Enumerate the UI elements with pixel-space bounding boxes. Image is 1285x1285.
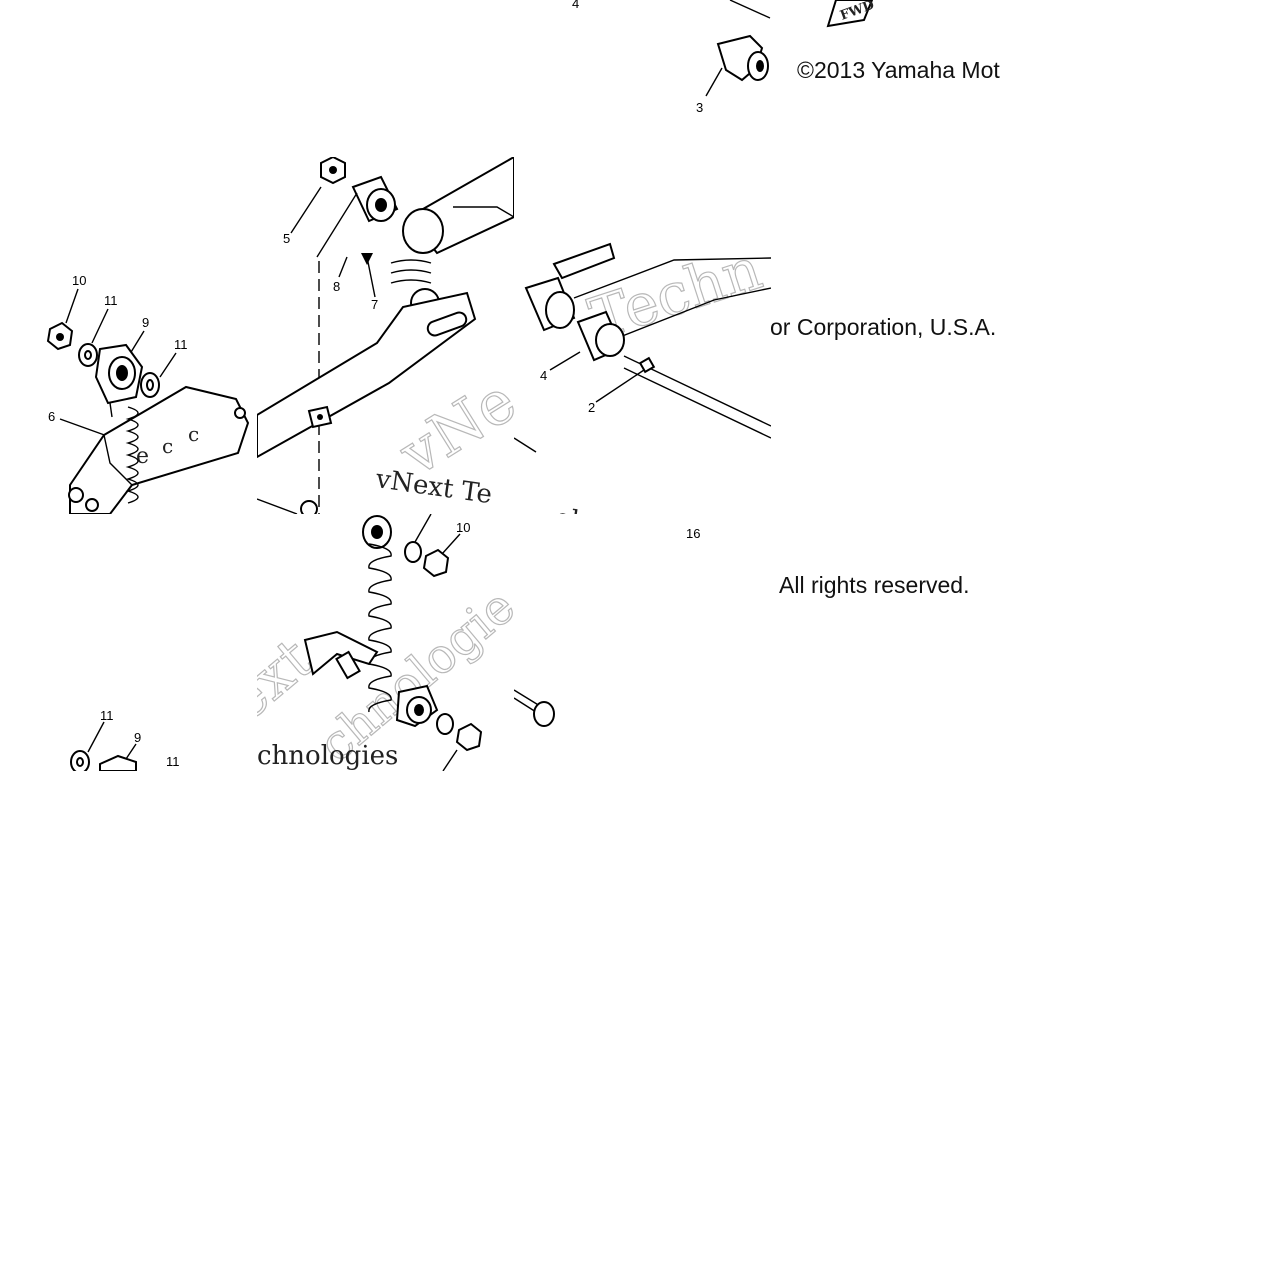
callout-4: 4 xyxy=(540,368,547,383)
nut-icon-2 xyxy=(85,498,99,512)
washer-icon-2 xyxy=(140,372,160,398)
svg-text:e: e xyxy=(136,444,149,469)
svg-text:c: c xyxy=(188,422,199,446)
callout-left-11b: 11 xyxy=(174,337,188,352)
callout-left-9: 9 xyxy=(142,315,149,330)
callout-left-10: 10 xyxy=(72,273,86,288)
svg-text:c: c xyxy=(162,434,173,458)
diagram-tile-top: 4 FWD 3 xyxy=(510,0,790,120)
shock-absorber-icon xyxy=(362,515,439,728)
copyright-line-2: or Corporation, U.S.A. xyxy=(770,314,997,340)
callout-bot-9: 9 xyxy=(134,730,141,745)
diagram-tile-middle-lower: ext chnologie chnologies xyxy=(257,514,514,771)
lever-icon xyxy=(303,630,379,680)
callout-2: 2 xyxy=(588,400,595,415)
nut-icon xyxy=(46,321,74,351)
diagram-tile-left-lower: 11 9 11 xyxy=(0,700,257,771)
callout-top-3: 3 xyxy=(696,100,703,115)
callout-8: 8 xyxy=(333,279,340,294)
watermark-text-b: chnologies xyxy=(257,741,398,771)
washer-mid-icon xyxy=(404,541,422,563)
washer-bottom-icon xyxy=(70,750,90,771)
diagram-tile-right-lower xyxy=(514,680,574,730)
diagram-tile-middle-upper: vNe vNext Te 5 8 7 xyxy=(257,157,514,514)
nut-lower-icon xyxy=(455,722,483,752)
callout-mid-10: 10 xyxy=(456,520,470,535)
bolt-icon xyxy=(307,405,333,429)
bushing-icon xyxy=(351,175,399,223)
shock-eye-bottom-icon xyxy=(99,754,137,771)
washer-icon xyxy=(78,343,98,367)
bushing-3-icon xyxy=(576,310,625,362)
diagram-tile-fwd: FWD xyxy=(820,0,880,34)
fwd-bracket-icon xyxy=(552,242,616,280)
callout-bot-11a: 11 xyxy=(100,708,114,723)
bushing-2-icon xyxy=(524,276,576,332)
callout-5: 5 xyxy=(283,231,290,246)
diagram-tile-left-upper: 10 11 9 11 6 e c c xyxy=(0,257,257,514)
copyright-line-3: All rights reserved. xyxy=(779,572,970,598)
copyright-line-1: ©2013 Yamaha Mot xyxy=(797,57,1000,83)
shock-eye-icon xyxy=(94,343,144,405)
nut-mid-icon xyxy=(422,548,450,578)
callout-7: 7 xyxy=(371,297,378,312)
bracket-icon: e c c xyxy=(68,385,250,514)
callout-mid-16: 16 xyxy=(686,526,700,541)
callout-left-11a: 11 xyxy=(104,293,118,308)
spring-icon xyxy=(109,402,139,504)
callout-bot-11b: 11 xyxy=(166,754,180,769)
bolt-lower-icon xyxy=(514,689,555,727)
callout-left-6: 6 xyxy=(48,409,55,424)
watermark-text-g: ologies xyxy=(553,503,650,514)
washer-lower-icon xyxy=(436,713,454,735)
diagram-tile-middle-right: 10 16 xyxy=(400,514,720,594)
diagram-tile-right-upper: Techn 4 2 ologies xyxy=(514,240,771,514)
swing-arm-icon xyxy=(402,157,514,255)
nut-top-icon xyxy=(320,157,346,185)
callout-top-4: 4 xyxy=(572,0,579,11)
clip-part-icon xyxy=(716,34,769,82)
grease-nipple-icon xyxy=(638,356,656,374)
